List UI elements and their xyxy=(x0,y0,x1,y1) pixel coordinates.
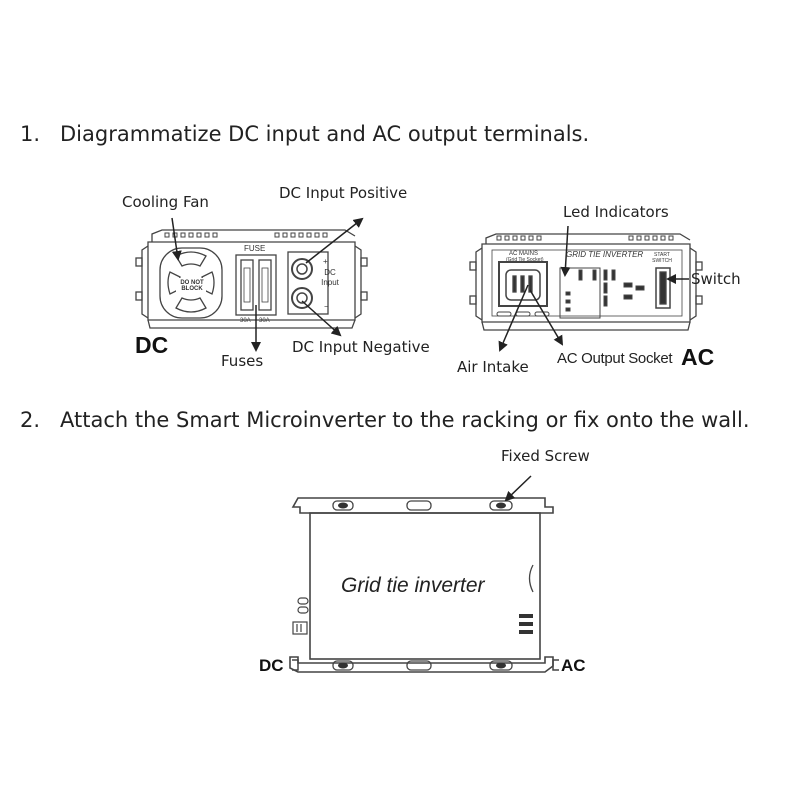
step-number: 1. xyxy=(20,122,41,146)
mounting-diagram xyxy=(289,497,559,673)
grid-socket-text: (Grid Tie Socket) xyxy=(506,257,544,263)
dc-arrows xyxy=(171,217,364,352)
fuse-rating-1: 30A xyxy=(240,318,251,324)
dc-panel xyxy=(135,229,368,329)
start-switch-text: START SWITCH xyxy=(652,252,672,264)
mount-ac-label: AC xyxy=(561,656,586,675)
step-number: 2. xyxy=(20,408,41,432)
dc-positive-arrow xyxy=(305,217,364,264)
step-1-heading: 1. Diagrammatize DC input and AC output t… xyxy=(20,122,589,146)
inverter-body-text: Grid tie inverter xyxy=(341,574,485,597)
air-intake-arrow xyxy=(498,284,529,352)
start-switch-icon xyxy=(655,267,671,309)
ac-socket-arrow xyxy=(529,289,564,346)
dc-input-positive-label: DC Input Positive xyxy=(279,184,408,202)
rail-screw-holes xyxy=(332,500,513,671)
dc-vents xyxy=(164,232,328,238)
dc-input-negative-label: DC Input Negative xyxy=(292,338,430,356)
ac-panel xyxy=(469,233,703,331)
dc-side-label: DC xyxy=(135,332,169,358)
cooling-fan-arrow xyxy=(171,217,182,261)
ac-arrows xyxy=(498,225,689,352)
led-arrow xyxy=(560,225,571,277)
led-indicators-label: Led Indicators xyxy=(563,203,669,221)
plus-sign: + xyxy=(323,257,328,266)
dc-negative-arrow xyxy=(301,300,342,337)
step-2-heading: 2. Attach the Smart Microinverter to the … xyxy=(20,408,750,432)
ac-side-label: AC xyxy=(681,344,715,370)
led-indicators-icon xyxy=(559,267,601,319)
fuses-label: Fuses xyxy=(221,352,264,370)
ac-socket-icon xyxy=(498,261,548,307)
air-intake-label: Air Intake xyxy=(457,358,529,376)
switch-label: Switch xyxy=(691,270,741,288)
dc-terminals-icon xyxy=(287,251,329,315)
step-text: Diagrammatize DC input and AC output ter… xyxy=(60,122,590,146)
fuse-title-text: FUSE xyxy=(244,244,266,253)
minus-sign: − xyxy=(324,302,329,311)
ac-mains-text: AC MAINS xyxy=(509,251,539,257)
fan-warning-text: DO NOT BLOCK xyxy=(180,280,204,292)
ac-socket-side-icon xyxy=(519,614,533,634)
ac-side-curve xyxy=(528,564,534,593)
dc-input-text: DC Input xyxy=(321,268,339,287)
fuse-rating-2: 30A xyxy=(259,318,270,324)
air-intake-vents-icon xyxy=(496,311,550,317)
fixed-screw-arrow xyxy=(504,475,532,502)
grid-tie-title-text: GRID TIE INVERTER xyxy=(566,250,644,259)
mount-dc-label: DC xyxy=(259,656,284,675)
cooling-fan-icon xyxy=(159,247,223,319)
ac-output-socket-label: AC Output Socket xyxy=(557,350,673,367)
dc-connectors-icon xyxy=(292,597,309,635)
step-text: Attach the Smart Microinverter to the ra… xyxy=(60,408,750,432)
fixed-screw-label: Fixed Screw xyxy=(501,447,590,465)
cooling-fan-label: Cooling Fan xyxy=(122,193,209,211)
